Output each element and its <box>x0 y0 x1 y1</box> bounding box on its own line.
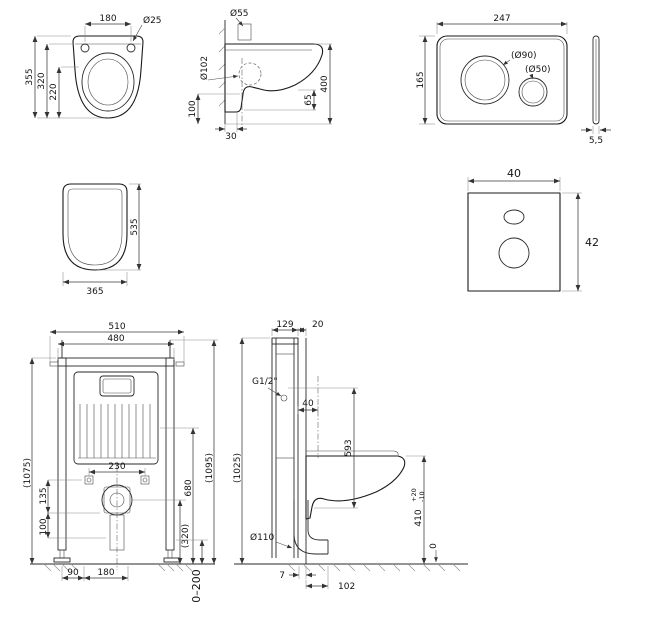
dim-220-label: 220 <box>49 83 59 100</box>
dim-535-label: 535 <box>130 218 140 235</box>
dim-d110-label: Ø110 <box>250 532 275 543</box>
dim-320-label: (320) <box>181 524 191 548</box>
thread-g12-label: G1/2" <box>252 377 278 387</box>
dim-42-label: 42 <box>585 236 599 249</box>
dim-90-label: 90 <box>67 568 79 578</box>
pan-top-outline <box>72 35 144 119</box>
dim-510-label: 510 <box>108 322 125 332</box>
dim-410-tol-minus: -10 <box>418 491 426 502</box>
dim-20-label: 20 <box>312 320 324 330</box>
dim-d90-label: (Ø90) <box>511 50 537 61</box>
dim-247-label: 247 <box>493 14 510 24</box>
dim-100-label: 100 <box>188 100 198 117</box>
frame-side-outline <box>234 337 468 572</box>
flush-plate-dimensions: 247 165 (Ø90) (Ø50) 5,5 <box>416 14 611 146</box>
dim-1075-label: (1075) <box>23 458 33 488</box>
frame-front-outline <box>30 340 215 572</box>
pan-side-outline <box>218 20 332 128</box>
dim-30-label: 30 <box>225 132 237 142</box>
seat-top-view-diagram: 535 365 <box>62 183 142 297</box>
insulation-mat-diagram: 40 42 <box>467 167 599 292</box>
dim-180-label: 180 <box>99 14 116 24</box>
seat-dimensions: 535 365 <box>62 183 142 297</box>
mat-outline <box>467 192 561 292</box>
flush-plate-diagram: 247 165 (Ø90) (Ø50) 5,5 <box>416 14 611 146</box>
dim-d50-label: (Ø50) <box>525 64 551 75</box>
dim-680-label: 680 <box>184 479 194 496</box>
dim-102-label: 102 <box>338 582 355 592</box>
pan-top-dimensions: 180 Ø25 355 320 220 <box>25 14 162 119</box>
dim-1025-label: (1025) <box>233 453 243 483</box>
frame-side-view-diagram: 129 20 G1/2" 40 593 (1025) Ø110 410 +20 … <box>233 320 468 592</box>
dim-480-label: 480 <box>107 334 124 344</box>
dim-365-label: 365 <box>86 287 103 297</box>
dim-d25-label: Ø25 <box>143 15 162 26</box>
dim-593-label: 593 <box>344 439 354 456</box>
floor-hatching-right <box>287 563 461 572</box>
dim-410-tol-plus: +20 <box>410 488 418 502</box>
dim-180b-label: 180 <box>97 568 114 578</box>
dim-135-label: 135 <box>39 487 49 504</box>
frame-front-view-diagram: 510 480 (1075) 230 135 100 (320) 680 0–2… <box>23 322 218 603</box>
cistern-corrugation <box>78 404 156 459</box>
floor-hatching-left <box>43 563 193 572</box>
dim-40-label: 40 <box>507 167 521 180</box>
dim-d102-label: Ø102 <box>199 56 210 80</box>
frame-side-dimensions: 129 20 G1/2" 40 593 (1025) Ø110 410 +20 … <box>233 320 439 592</box>
level-zero-label: 0 <box>429 543 439 549</box>
dim-129-label: 129 <box>276 320 293 330</box>
dim-d55-label: Ø55 <box>230 8 249 19</box>
dim-230-label: 230 <box>108 462 125 472</box>
seat-outline <box>62 183 128 271</box>
mat-dimensions: 40 42 <box>467 167 599 292</box>
pan-side-dimensions: Ø55 Ø102 400 65 100 30 <box>188 8 333 142</box>
dim-65-label: 65 <box>304 94 314 105</box>
dim-320-label: 320 <box>37 72 47 89</box>
flush-plate-outline <box>436 35 600 125</box>
dim-410-tolerance-group: 410 +20 -10 <box>410 488 426 526</box>
dim-5-5-label: 5,5 <box>589 136 603 146</box>
dim-400-label: 400 <box>320 75 330 92</box>
dim-100-label: 100 <box>39 518 49 535</box>
pan-side-view-diagram: Ø55 Ø102 400 65 100 30 <box>188 8 333 142</box>
dim-7-label: 7 <box>279 571 285 581</box>
dim-40b-label: 40 <box>302 399 314 409</box>
dim-410-label: 410 <box>414 509 424 526</box>
dim-165-label: 165 <box>416 71 426 88</box>
dim-1095-label: (1095) <box>205 453 215 483</box>
pan-top-view-diagram: 180 Ø25 355 320 220 <box>25 14 162 119</box>
frame-front-dimensions: 510 480 (1075) 230 135 100 (320) 680 0–2… <box>23 322 218 603</box>
dim-0-200-label: 0–200 <box>190 569 203 603</box>
dim-355-label: 355 <box>25 68 35 85</box>
